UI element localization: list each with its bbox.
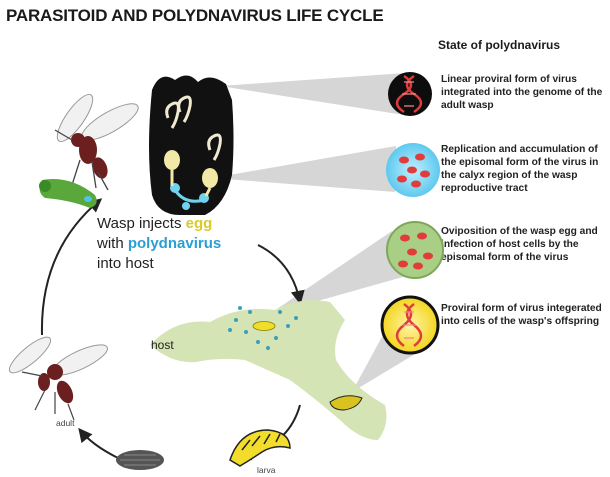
wasp-abdomen-icon [149, 75, 234, 215]
zoom-cone-1 [220, 73, 406, 115]
cycle-arrow-to-host [258, 245, 300, 302]
host-body [150, 300, 386, 440]
wasp-ovipositing-icon [52, 90, 143, 190]
larva-label: larva [257, 465, 275, 475]
larva-icon [230, 430, 290, 466]
host-label: host [151, 338, 174, 352]
cycle-arrow-to-injection [42, 200, 100, 335]
egg-icon [253, 322, 275, 331]
pupa-icon [116, 450, 164, 470]
caterpillar-host-icon [39, 179, 97, 208]
proviral-dna-icon [382, 297, 438, 353]
episomal-virus-icon [386, 143, 440, 197]
cycle-arrow-to-adult [80, 430, 118, 458]
zoom-cone-2 [212, 146, 396, 192]
adult-wasp-icon [5, 332, 111, 420]
infected-host-cell-icon [387, 222, 443, 278]
adult-label: adult [56, 418, 74, 428]
dna-helix-icon [388, 72, 432, 116]
